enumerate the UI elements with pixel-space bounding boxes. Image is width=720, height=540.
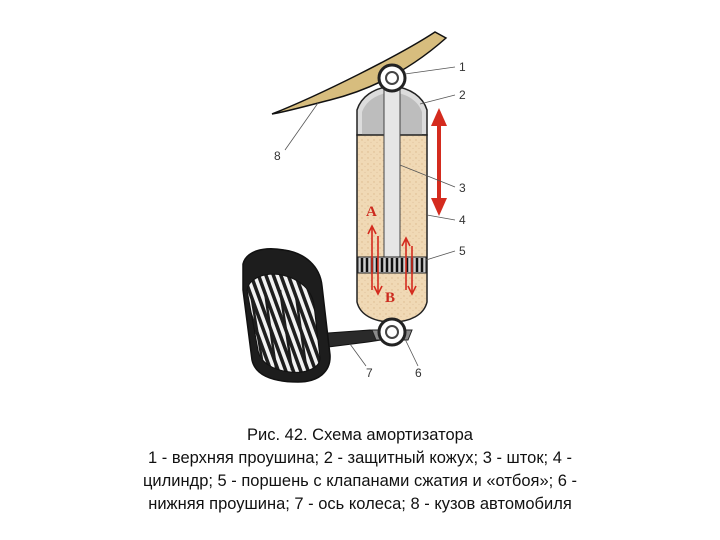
zone-b-label: B [385,290,395,306]
caption-line: цилиндр; 5 - поршень с клапанами сжатия … [142,472,578,490]
stroke-direction-arrow [431,108,447,216]
callout-3: 3 [459,181,466,195]
callout-4: 4 [459,213,466,227]
callout-7: 7 [366,366,373,380]
zone-a-label: A [366,204,377,220]
caption-title: Рис. 42. Схема амортизатора [247,426,473,444]
wheel [242,248,331,383]
piston-rod [383,83,401,259]
valve-flow-arrows [367,224,417,296]
upper-eye [377,63,407,93]
shock-absorber-diagram: 1 2 3 4 5 6 7 8 A B [242,31,466,383]
lower-eye [371,317,413,347]
callout-8: 8 [274,149,281,163]
piston [357,256,427,274]
callout-1: 1 [459,60,466,74]
figure-caption: Рис. 42. Схема амортизатора 1 - верхняя … [60,424,660,516]
callout-2: 2 [459,88,466,102]
car-body-panel [271,31,448,115]
caption-line: 1 - верхняя проушина; 2 - защитный кожух… [148,449,572,467]
leader-lines [284,66,456,367]
caption-line: нижняя проушина; 7 - ось колеса; 8 - куз… [148,495,572,513]
callout-5: 5 [459,244,466,258]
callout-6: 6 [415,366,422,380]
